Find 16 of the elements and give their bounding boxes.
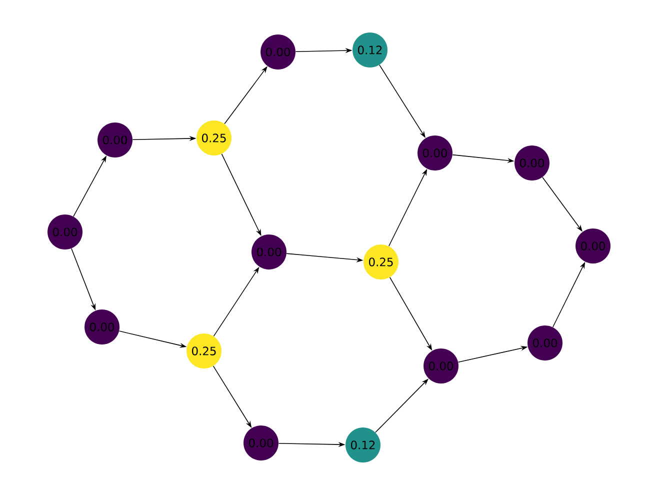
graph-node: 0.00 xyxy=(260,34,296,70)
graph-node: 0.00 xyxy=(48,214,82,250)
graph-node: 0.00 xyxy=(528,326,562,360)
graph-node: 0.00 xyxy=(84,310,120,344)
graph-node: 0.00 xyxy=(252,234,286,270)
graph-node: 0.25 xyxy=(186,334,222,368)
graph-node: 0.25 xyxy=(364,244,398,280)
graph-node: 0.12 xyxy=(346,428,380,462)
graph-node: 0.00 xyxy=(418,136,452,170)
graph-node: 0.00 xyxy=(576,228,610,264)
graph-node: 0.00 xyxy=(244,426,278,460)
graph-node: 0.25 xyxy=(196,120,232,156)
graph-node: 0.00 xyxy=(514,146,550,180)
graph-node: 0.00 xyxy=(98,122,132,158)
graph-node: 0.00 xyxy=(424,348,458,384)
graph-node: 0.12 xyxy=(352,32,388,68)
